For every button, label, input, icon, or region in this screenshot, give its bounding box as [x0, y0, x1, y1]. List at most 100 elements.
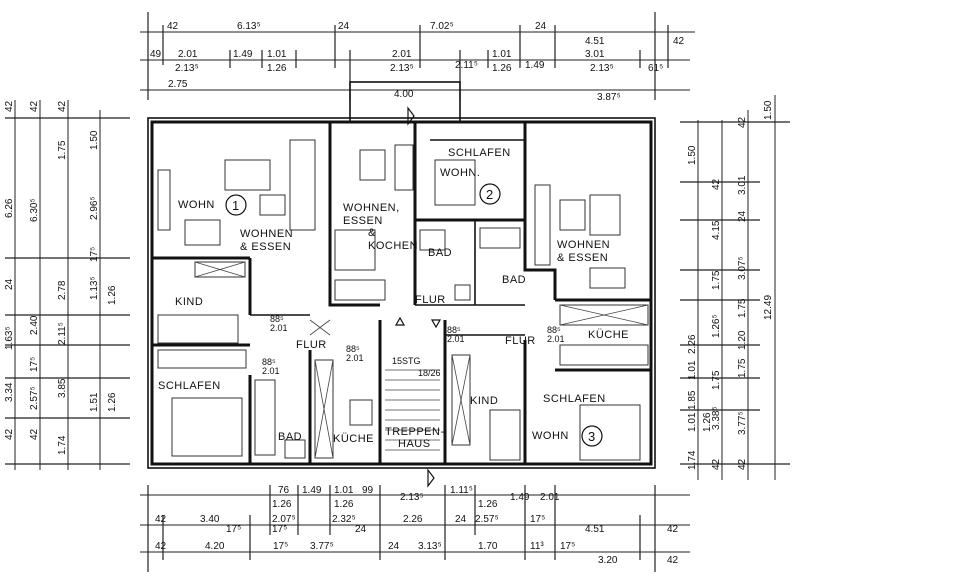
label-bad-1: BAD — [278, 431, 302, 443]
door-label-2b: 2.01 — [262, 366, 280, 376]
dim-bot-r2-1: 42 — [155, 514, 167, 525]
dim-bot-r1-10: 1.49 — [510, 492, 530, 503]
room-labels: WOHN 1 WOHNEN & ESSEN KIND SCHLAFEN BAD … — [158, 147, 629, 450]
dim-right-r2-3: 3.07⁵ — [737, 256, 748, 280]
label-wohnen-1: WOHNEN — [240, 228, 293, 240]
dim-top-r2-15: 61⁵ — [648, 63, 663, 74]
label-wohnen-2a: WOHNEN, — [343, 202, 400, 214]
label-flur-1: FLUR — [296, 339, 327, 351]
dim-top-r2-13: 3.01 — [585, 49, 605, 60]
dim-bot-r3-3: 17⁵ — [273, 541, 288, 552]
dim-right-r1-3: 3.01 — [737, 175, 748, 195]
label-treppenhaus-a: TREPPEN- — [385, 426, 445, 438]
dimension-lines-left — [5, 100, 130, 470]
dim-left-r3-1: 42 — [57, 100, 68, 112]
label-bad-2: BAD — [428, 247, 452, 259]
dim-bot-r3-4: 3.77⁵ — [310, 541, 334, 552]
dim-bot-r3-2: 4.20 — [205, 541, 225, 552]
dim-top-r2-11: 1.26 — [492, 63, 512, 74]
inner-walls — [152, 122, 651, 464]
dim-left-r4-3: 17⁵ — [89, 247, 100, 262]
label-treppenhaus-b: HAUS — [398, 438, 431, 450]
door-label-5b: 2.01 — [346, 353, 364, 363]
dim-top-r3-3: 3.87⁵ — [597, 92, 621, 103]
dim-left-r1-4: 1.63⁵ — [4, 326, 15, 350]
dim-bot-r2-10: 2.57⁵ — [475, 514, 499, 525]
dim-left-r1-6: 42 — [4, 428, 15, 440]
dim-right-r1-6: 1.26⁵ — [711, 314, 722, 338]
dim-left-r4-7: 1.26 — [107, 392, 118, 412]
dim-right-r2-1: 1.50 — [763, 100, 774, 120]
dim-bot-r3-6: 3.13⁵ — [418, 541, 442, 552]
label-wohnen-3: WOHNEN — [557, 239, 610, 251]
dim-left-r3-3: 2.78 — [57, 280, 68, 300]
dim-top-r2-9: 2.11⁵ — [455, 60, 478, 71]
dim-left-r4-2: 2.96⁵ — [89, 196, 100, 220]
dimension-lines-bottom: 76 1.26 1.49 1.01 1.26 99 2.13⁵ 1.11⁵ 1.… — [140, 485, 690, 572]
unit-1-marker — [225, 194, 247, 216]
dim-top-r2-3: 2.13⁵ — [175, 63, 199, 74]
dim-top-r2-4: 1.49 — [233, 49, 253, 60]
label-bad-3: BAD — [502, 274, 526, 286]
dim-top-r2-10: 1.01 — [492, 49, 512, 60]
dim-top-r2-12: 1.49 — [525, 60, 545, 71]
dimension-lines-right — [680, 95, 790, 480]
dim-bot-r2-3: 17⁵ — [226, 524, 241, 535]
dim-bot-r3-11: 42 — [667, 555, 679, 566]
dim-left-r4-1: 1.50 — [89, 130, 100, 150]
dim-left-r1-5: 3.34 — [4, 382, 15, 402]
label-flur-3: FLUR — [505, 335, 536, 347]
dim-right-r1-4: 24 — [737, 210, 748, 222]
dim-left-r3-5: 3.85 — [57, 378, 68, 398]
label-schlafen-2: SCHLAFEN — [448, 147, 511, 159]
unit-3-number: 3 — [588, 429, 595, 444]
dim-right-r2-7: 3.38⁵ — [711, 406, 722, 430]
dim-top-r2-6: 1.26 — [267, 63, 287, 74]
dim-bot-r1-8: 1.11⁵ — [450, 485, 473, 496]
label-essen-1: & ESSEN — [240, 241, 291, 253]
label-wohnen-2d: KOCHEN — [368, 240, 418, 252]
dim-top-r2-7: 2.01 — [392, 49, 412, 60]
dim-right-r1-9: 1.85 — [687, 390, 698, 410]
dim-bot-r3-5: 24 — [388, 541, 400, 552]
dim-top-1: 42 — [167, 21, 179, 32]
dim-bot-r3-8: 11³ — [530, 541, 544, 552]
dim-right-r3-3: 3.77⁵ — [737, 411, 748, 435]
dim-bot-r1-2: 1.26 — [272, 499, 292, 510]
dim-right-r1-7: 2.26 — [687, 334, 698, 354]
dim-bot-r1-9: 1.26 — [478, 499, 498, 510]
label-wohnen-2c: & — [368, 227, 376, 239]
dim-bot-r2-8: 2.26 — [403, 514, 423, 525]
label-flur-2: FLUR — [415, 294, 446, 306]
door-label-4a: 88⁵ — [547, 325, 561, 335]
label-wohn-1: WOHN — [178, 199, 215, 211]
dim-left-r4-4: 1.13⁵ — [89, 276, 100, 300]
dim-bot-r2-4: 2.07⁵ — [272, 514, 296, 525]
dim-right-r2-8: 42 — [737, 458, 748, 470]
dim-bot-r3-1: 42 — [155, 541, 167, 552]
unit-2-number: 2 — [486, 187, 493, 202]
dim-bot-r2-13: 42 — [667, 524, 679, 535]
door-label-1a: 88⁵ — [270, 314, 284, 324]
label-essen-3: & ESSEN — [557, 252, 608, 264]
dim-right-r1-11: 1.01 — [687, 412, 698, 432]
dim-left-r2-3: 2.40 — [29, 315, 40, 335]
label-wohnen-2b: ESSEN — [343, 215, 383, 227]
dim-left-r3-4: 2.11⁵ — [57, 322, 68, 345]
dim-bot-r1-4: 1.01 — [334, 485, 354, 496]
dim-left-r1-3: 24 — [4, 278, 15, 290]
dim-left-r3-6: 1.74 — [57, 435, 68, 455]
dim-right-r3-2: 12.49 — [763, 295, 774, 320]
dim-bot-r2-9: 24 — [455, 514, 467, 525]
door-labels: 88⁵ 2.01 88⁵ 2.01 88⁵ 2.01 88⁵ 2.01 88⁵ … — [262, 314, 565, 376]
dim-left-r2-5: 2.57⁵ — [29, 386, 40, 410]
dim-right-labels: 1.50 42 3.01 24 1.75 1.26⁵ 2.26 1.01 1.8… — [687, 100, 774, 470]
dim-bot-r2-12: 4.51 — [585, 524, 605, 535]
dim-top-2: 6.13⁵ — [237, 21, 261, 32]
label-wohn-3: WOHN — [532, 430, 569, 442]
door-label-1b: 2.01 — [270, 323, 288, 333]
dim-right-r2-5: 1.20 — [737, 330, 748, 350]
dim-bot-r1-3: 1.49 — [302, 485, 322, 496]
dim-top-9: 42 — [673, 36, 685, 47]
